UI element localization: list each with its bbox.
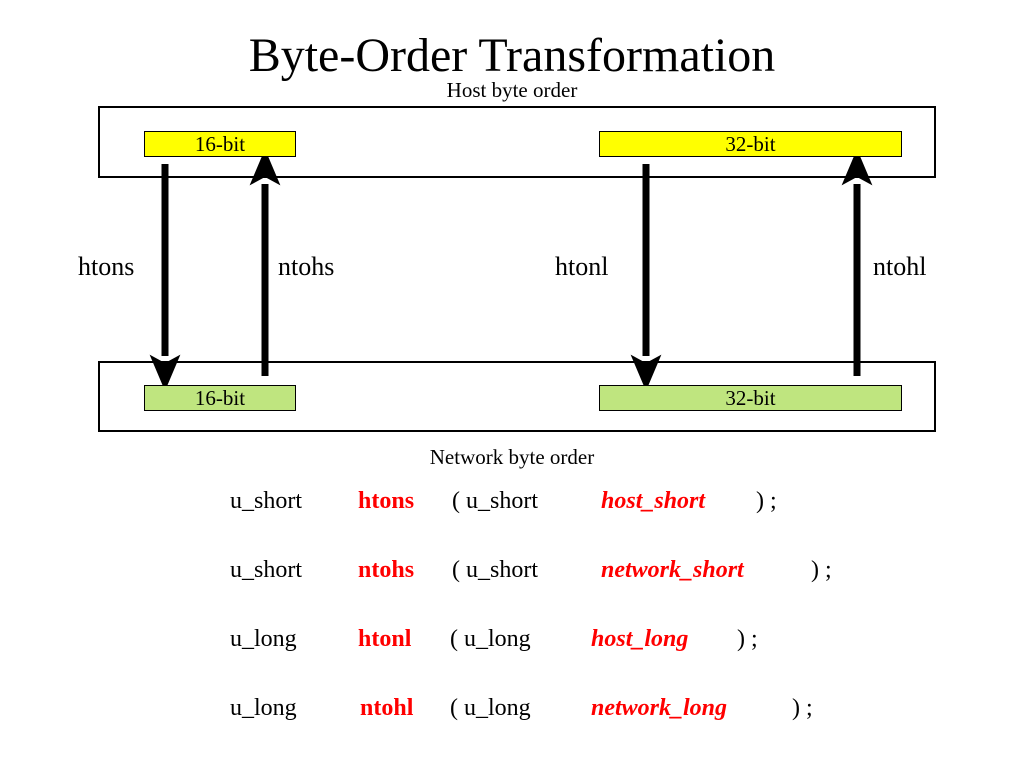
network-32bit-box: 32-bit xyxy=(599,385,902,411)
param-close: ) ; xyxy=(792,695,813,721)
page-title: Byte-Order Transformation xyxy=(248,29,776,82)
param-close: ) ; xyxy=(737,626,758,652)
param-name: network_long xyxy=(591,695,728,721)
function-name: htons xyxy=(358,488,415,514)
network-16bit-box: 16-bit xyxy=(144,385,296,411)
host-byte-order-caption: Host byte order xyxy=(446,78,578,102)
host-frame xyxy=(98,106,936,178)
ntohs-label: ntohs xyxy=(278,252,335,281)
param-close: ) ; xyxy=(811,557,832,583)
param-open: ( u_short xyxy=(452,488,538,514)
param-open: ( u_short xyxy=(452,557,538,583)
function-name: ntohs xyxy=(358,557,415,583)
network-byte-order-caption: Network byte order xyxy=(429,445,595,469)
param-close: ) ; xyxy=(756,488,777,514)
param-name: host_long xyxy=(591,626,689,652)
network-frame xyxy=(98,361,936,432)
param-open: ( u_long xyxy=(450,695,531,721)
param-open: ( u_long xyxy=(450,626,531,652)
param-name: network_short xyxy=(601,557,744,583)
htonl-label: htonl xyxy=(555,252,609,281)
function-name: htonl xyxy=(358,626,412,652)
return-type: u_short xyxy=(230,557,302,583)
return-type: u_long xyxy=(230,626,297,652)
host-32bit-box: 32-bit xyxy=(599,131,902,157)
return-type: u_short xyxy=(230,488,302,514)
htons-label: htons xyxy=(78,252,135,281)
host-16bit-box: 16-bit xyxy=(144,131,296,157)
param-name: host_short xyxy=(601,488,706,514)
ntohl-label: ntohl xyxy=(873,252,927,281)
return-type: u_long xyxy=(230,695,297,721)
function-name: ntohl xyxy=(360,695,414,721)
